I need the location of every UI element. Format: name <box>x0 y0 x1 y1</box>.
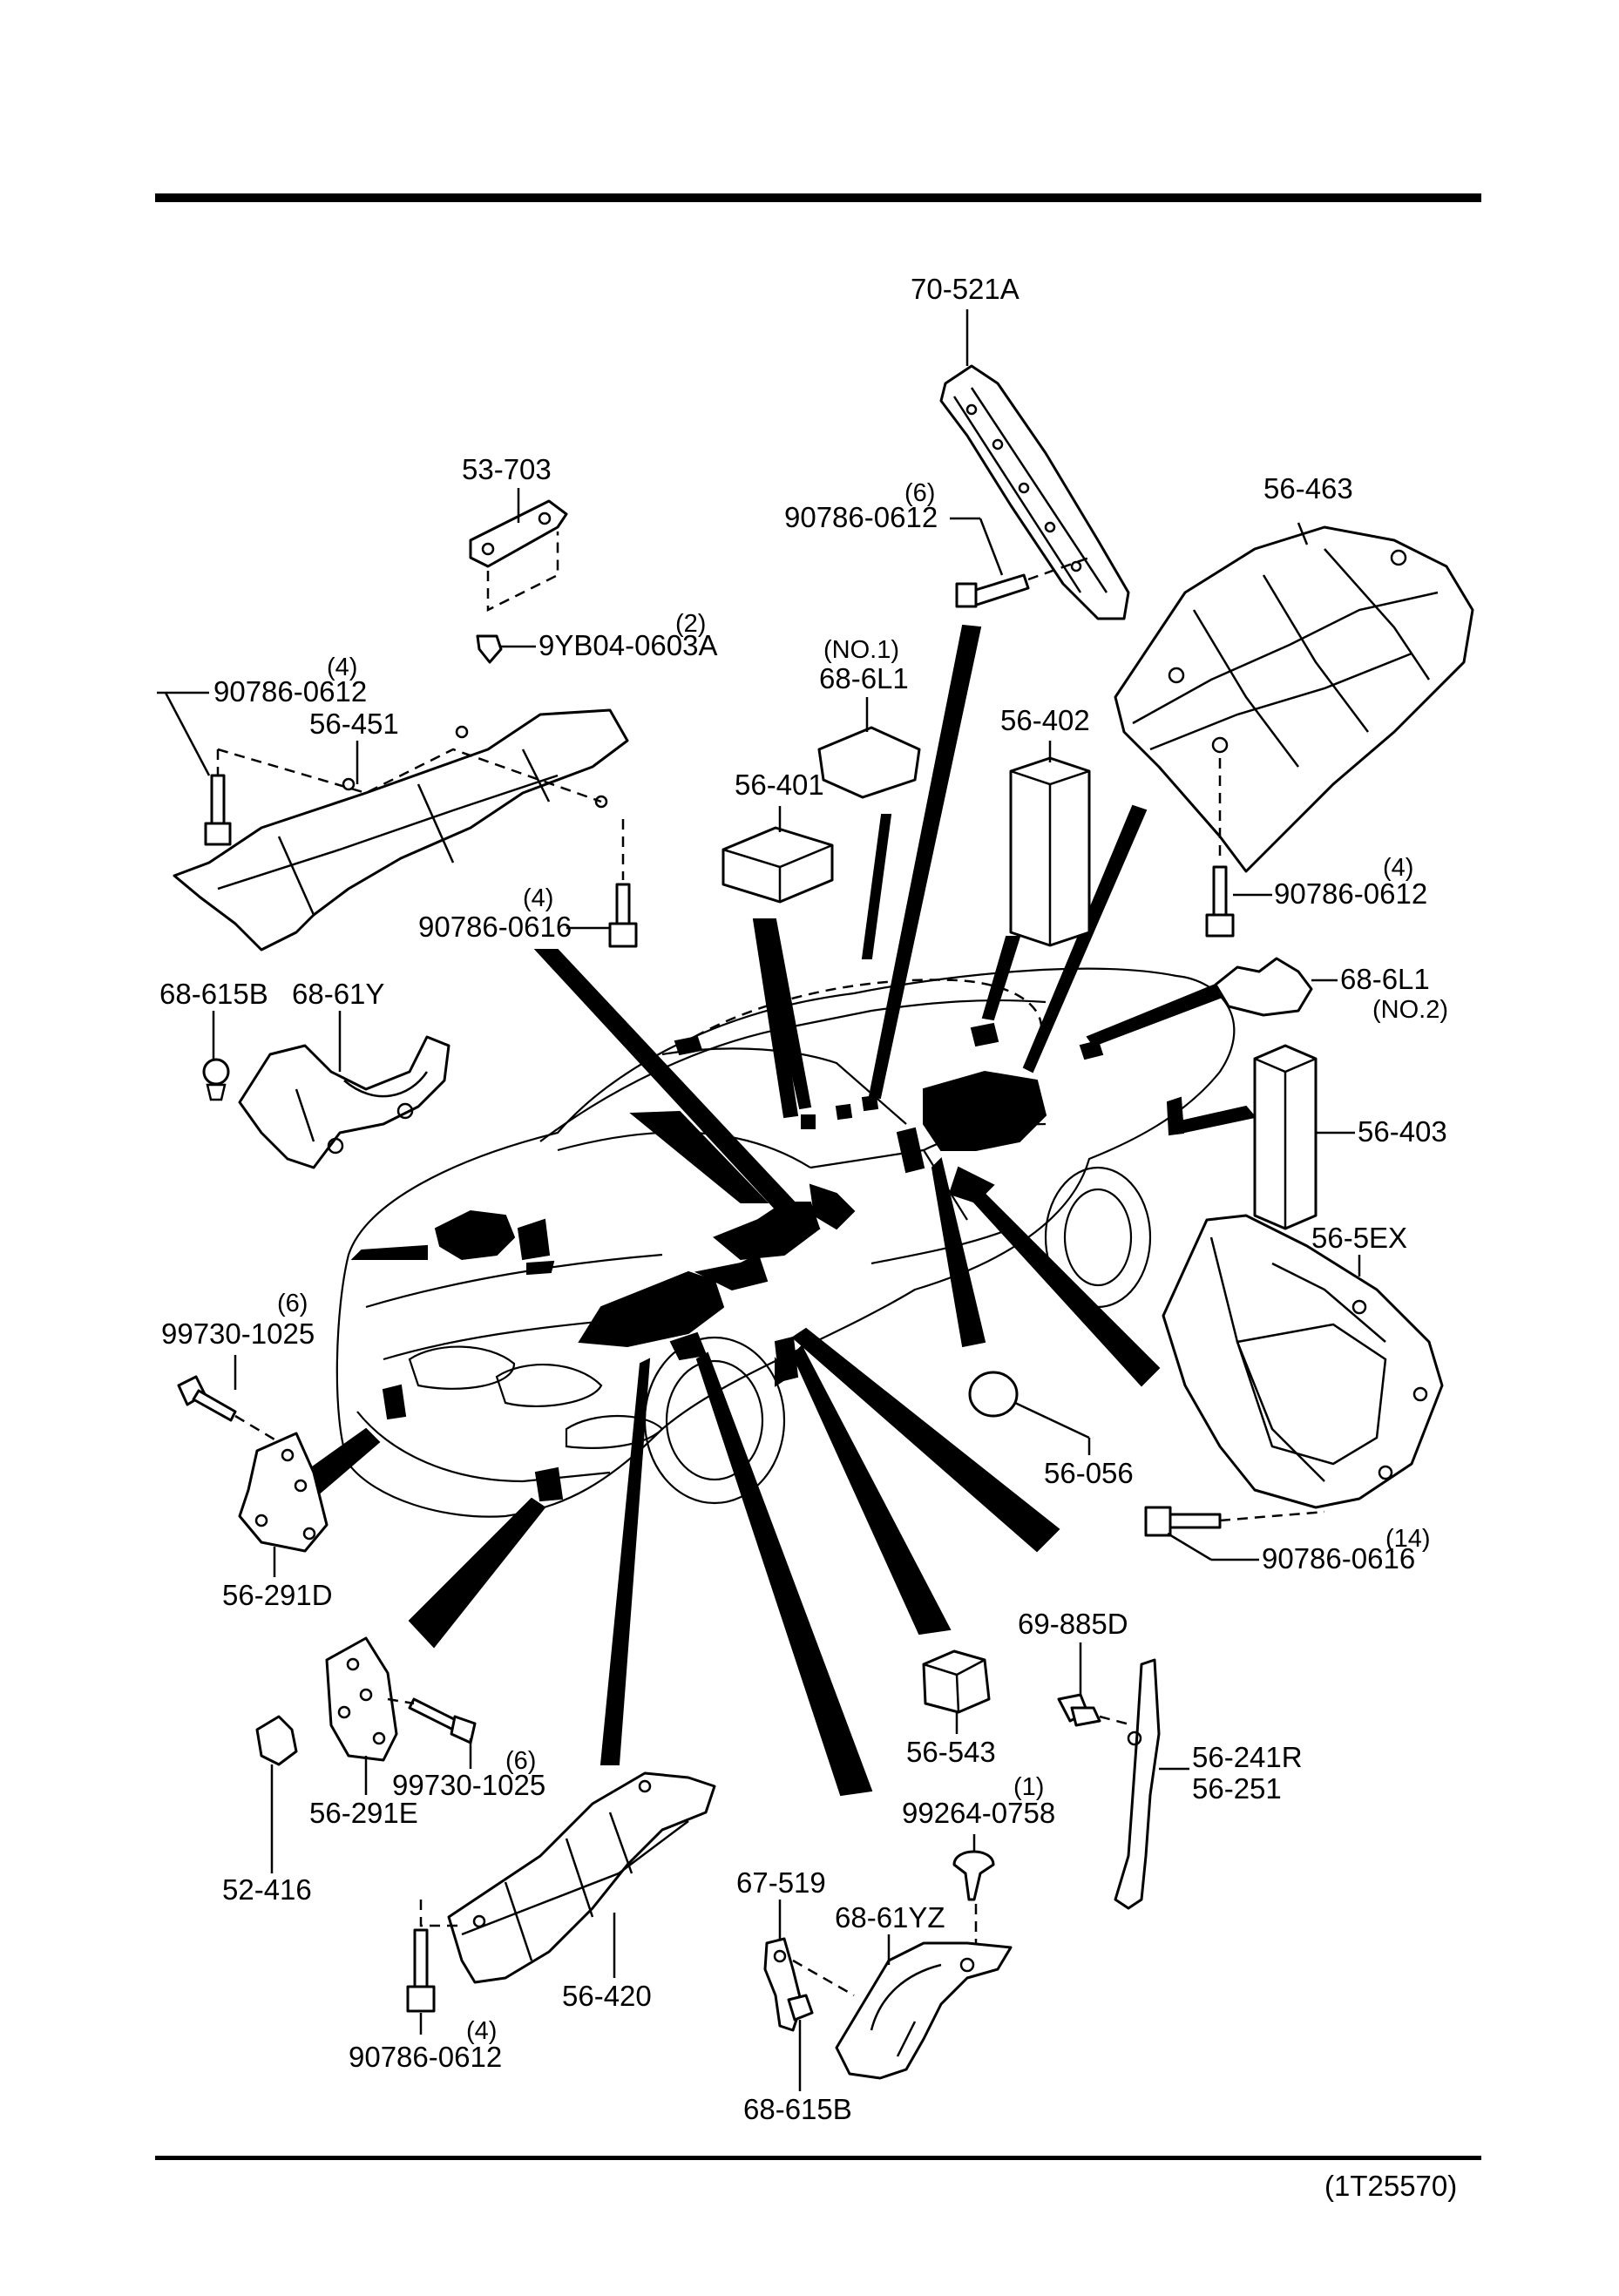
part-56-402: 56-402 <box>1000 704 1091 947</box>
label-99730-1025-b: 99730-1025 <box>392 1769 545 1801</box>
part-68-615B-b: 68-615B <box>743 1994 852 2125</box>
part-53-703: 53-703 <box>462 453 568 613</box>
part-99264-0758: (1) 99264-0758 <box>902 1773 1055 1961</box>
label-90786-0616-a: 90786-0616 <box>418 911 572 943</box>
part-90786-0612-c: (4) 90786-0612 <box>1205 758 1427 938</box>
part-99730-1025-a: (6) 99730-1025 <box>161 1290 315 1444</box>
part-56-291E: 56-291E <box>309 1636 418 1829</box>
car-highlights <box>382 1022 1185 1502</box>
label-56-403: 56-403 <box>1358 1115 1447 1148</box>
label-53-703: 53-703 <box>462 453 552 485</box>
label-56-543: 56-543 <box>906 1736 996 1768</box>
part-69-885D: 69-885D <box>1018 1608 1134 1727</box>
label-90786-0616-a-qty: (4) <box>523 884 553 912</box>
label-56-241R: 56-241R <box>1192 1741 1303 1773</box>
label-90786-0616-b-qty: (14) <box>1385 1525 1431 1553</box>
label-68-61Y: 68-61Y <box>292 978 384 1010</box>
part-52-416: 52-416 <box>222 1715 312 1906</box>
label-90786-0612-a: 90786-0612 <box>784 501 938 533</box>
label-56-5EX: 56-5EX <box>1311 1222 1407 1254</box>
label-52-416: 52-416 <box>222 1873 312 1906</box>
label-56-251: 56-251 <box>1192 1772 1282 1805</box>
label-68-6L1-no1: 68-6L1 <box>819 662 909 694</box>
part-67-519: 67-519 <box>736 1866 826 2032</box>
label-56-463: 56-463 <box>1263 472 1353 505</box>
label-68-61YZ: 68-61YZ <box>835 1901 945 1934</box>
part-90786-0616-b: (14) 90786-0616 <box>1144 1506 1431 1575</box>
part-56-420: 56-420 <box>447 1771 716 2012</box>
label-70-521A: 70-521A <box>911 273 1019 305</box>
label-56-451: 56-451 <box>309 708 399 740</box>
top-rule <box>155 193 1481 202</box>
part-68-615B-a: 68-615B <box>159 978 268 1101</box>
part-56-463: 56-463 <box>1114 472 1474 873</box>
part-68-6L1-no2: 68-6L1 (NO.2) <box>1214 957 1448 1024</box>
part-56-543: 56-543 <box>906 1649 996 1768</box>
label-56-402: 56-402 <box>1000 704 1090 736</box>
label-99730-1025-a-qty: (6) <box>277 1290 308 1317</box>
label-99730-1025-b-qty: (6) <box>505 1747 536 1775</box>
label-90786-0612-c-qty: (4) <box>1383 854 1413 882</box>
label-68-615B-b: 68-615B <box>743 2093 852 2125</box>
label-90786-0612-b: 90786-0612 <box>213 675 367 708</box>
label-9YB04-0603A: 9YB04-0603A <box>539 629 718 661</box>
diagram-code: (1T25570) <box>1324 2170 1457 2202</box>
label-90786-0616-b: 90786-0616 <box>1262 1542 1415 1575</box>
wedge-pointers <box>303 624 1257 1797</box>
label-99264-0758: 99264-0758 <box>902 1797 1055 1829</box>
part-90786-0616-a: (4) 90786-0616 <box>418 819 638 948</box>
part-68-61Y: 68-61Y <box>238 978 450 1169</box>
label-69-885D: 69-885D <box>1018 1608 1128 1640</box>
part-70-521A: 70-521A <box>911 273 1130 620</box>
label-9YB04-0603A-qty: (2) <box>675 610 706 638</box>
part-90786-0612-b: (4) 90786-0612 <box>157 654 367 846</box>
label-56-401: 56-401 <box>735 769 824 801</box>
part-56-451: 56-451 <box>173 708 629 952</box>
part-68-61YZ: 68-61YZ <box>792 1901 1013 2080</box>
label-99264-0758-qty: (1) <box>1013 1773 1044 1801</box>
part-68-6L1-no1: (NO.1) 68-6L1 <box>817 636 921 799</box>
part-90786-0612-d: (4) 90786-0612 <box>349 1900 502 2073</box>
label-90786-0612-a-qty: (6) <box>904 479 935 507</box>
label-68-6L1-no2-note: (NO.2) <box>1372 996 1448 1024</box>
part-56-291D: 56-291D <box>222 1432 333 1611</box>
part-9YB04-0603A: (2) 9YB04-0603A <box>476 610 718 664</box>
part-56-401: 56-401 <box>721 769 834 904</box>
part-56-056: 56-056 <box>968 1371 1134 1489</box>
label-68-615B-a: 68-615B <box>159 978 268 1010</box>
label-90786-0612-b-qty: (4) <box>327 654 357 681</box>
label-67-519: 67-519 <box>736 1866 826 1899</box>
bottom-rule <box>155 2156 1481 2160</box>
part-99730-1025-b: (6) 99730-1025 <box>387 1697 545 1801</box>
label-56-291D: 56-291D <box>222 1579 333 1611</box>
label-68-6L1-no1-note: (NO.1) <box>823 636 899 664</box>
part-90786-0612-a: (6) 90786-0612 <box>784 479 1090 608</box>
label-90786-0612-d-qty: (4) <box>466 2017 497 2045</box>
part-56-241R: 56-241R 56-251 <box>1114 1658 1303 1910</box>
part-56-403: 56-403 <box>1253 1044 1447 1230</box>
part-56-5EX: 56-5EX <box>1162 1214 1444 1509</box>
label-99730-1025-a: 99730-1025 <box>161 1317 315 1350</box>
label-68-6L1-no2: 68-6L1 <box>1340 963 1430 995</box>
label-90786-0612-c: 90786-0612 <box>1274 877 1427 910</box>
label-90786-0612-d: 90786-0612 <box>349 2041 502 2073</box>
label-56-420: 56-420 <box>562 1980 652 2012</box>
label-56-056: 56-056 <box>1044 1457 1134 1489</box>
label-56-291E: 56-291E <box>309 1797 418 1829</box>
